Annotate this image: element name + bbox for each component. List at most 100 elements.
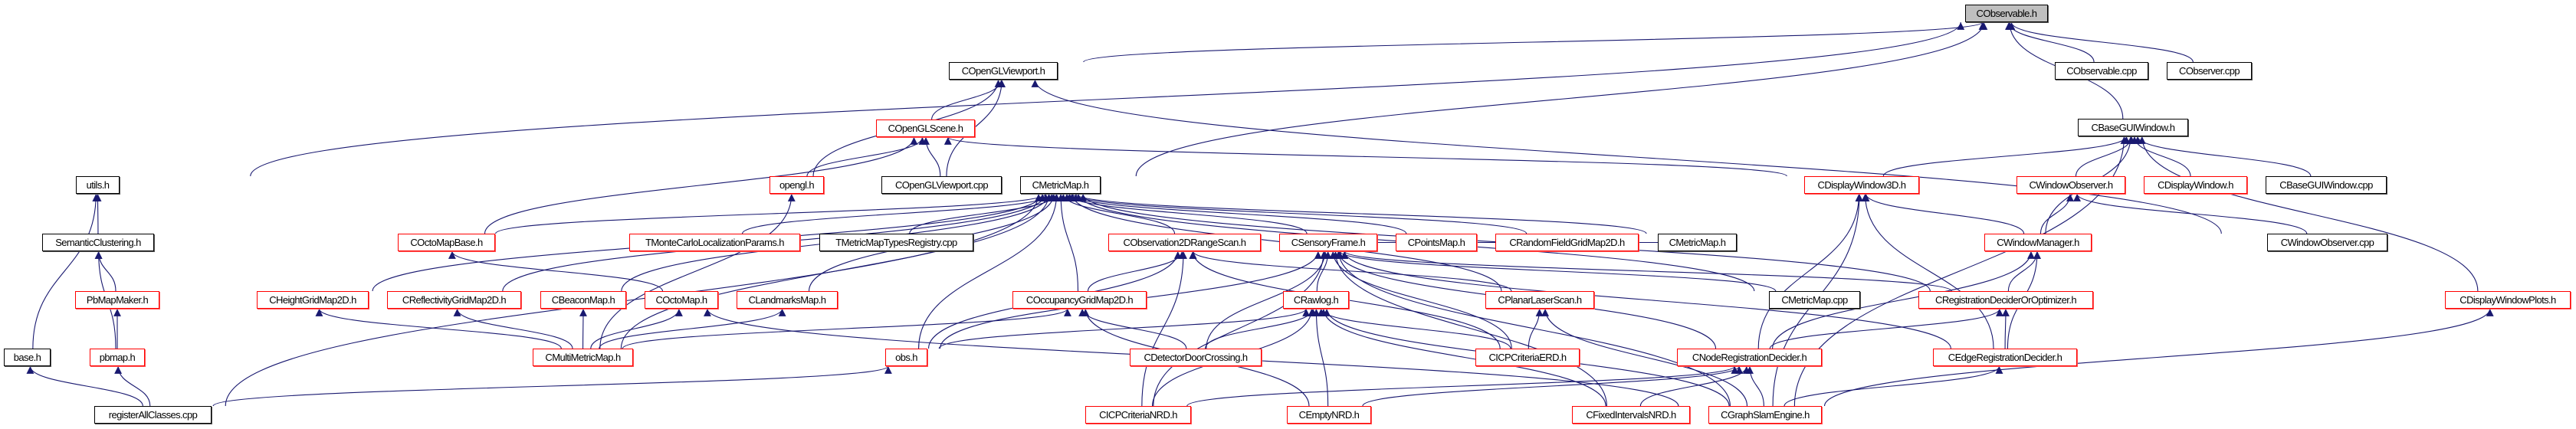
edge-registerallclasses_cpp-to-base_h xyxy=(26,365,143,407)
node-base-h[interactable]: base.h xyxy=(4,349,51,366)
node-cemptynrd-h[interactable]: CEmptyNRD.h xyxy=(1287,406,1371,424)
node-pbmap-h[interactable]: pbmap.h xyxy=(90,349,145,366)
node-pbmapmaker-h[interactable]: PbMapMaker.h xyxy=(75,291,159,309)
node-label: CMetricMap.h xyxy=(1669,237,1726,248)
edge-utils_h-to-cobservable_h xyxy=(250,21,1964,177)
edge-cdisplaywindow3d_h-to-copenglscene_h xyxy=(944,136,1787,177)
node-label: CEdgeRegistrationDecider.h xyxy=(1948,352,2062,363)
node-cbaseguiwindow-cpp[interactable]: CBaseGUIWindow.cpp xyxy=(2266,176,2387,194)
node-utils-h[interactable]: utils.h xyxy=(76,176,120,194)
node-label: CWindowManager.h xyxy=(1997,237,2079,248)
node-copenglscene-h[interactable]: COpenGLScene.h xyxy=(876,120,975,137)
node-coctomap-h[interactable]: COctoMap.h xyxy=(645,291,718,309)
node-crandomfield-h[interactable]: CRandomFieldGridMap2D.h xyxy=(1495,234,1639,251)
node-cdetectordoor-h[interactable]: CDetectorDoorCrossing.h xyxy=(1130,349,1262,366)
node-csensoryframe-h[interactable]: CSensoryFrame.h xyxy=(1279,234,1377,251)
node-coccupancy-h[interactable]: COccupancyGridMap2D.h xyxy=(1012,291,1147,309)
node-label: CObservable.cpp xyxy=(2066,65,2137,77)
node-crawlog-h[interactable]: CRawlog.h xyxy=(1283,291,1349,309)
node-label: CBeaconMap.h xyxy=(551,294,615,306)
edge-crandomfield_h-to-cmetricmap_h xyxy=(1068,193,1528,234)
node-cregdecider-h[interactable]: CRegistrationDeciderOrOptimizer.h xyxy=(1918,291,2093,309)
edge-cicpnrd_h-to-csensoryframe_h xyxy=(1153,251,1327,407)
edge-cdetectordoor_h-to-coccupancy_h xyxy=(1078,308,1187,349)
node-copenglviewport-h[interactable]: COpenGLViewport.h xyxy=(949,62,1058,80)
node-label: CEmptyNRD.h xyxy=(1298,409,1360,421)
node-label: registerAllClasses.cpp xyxy=(108,409,198,421)
node-cobservable-cpp[interactable]: CObservable.cpp xyxy=(2055,62,2148,80)
edge-obs_h-to-crawlog_h xyxy=(938,308,1310,349)
node-label: opengl.h xyxy=(779,179,815,191)
node-label: CRegistrationDeciderOrOptimizer.h xyxy=(1935,294,2077,306)
node-semanticclustering-h[interactable]: SemanticClustering.h xyxy=(42,234,154,251)
node-opengl-h[interactable]: opengl.h xyxy=(770,176,824,194)
node-cgraphslam-h[interactable]: CGraphSlamEngine.h xyxy=(1708,406,1822,424)
node-cdisplaywindow-h[interactable]: CDisplayWindow.h xyxy=(2144,176,2247,194)
node-label: obs.h xyxy=(895,352,917,363)
node-cdisplaywindow3d-h[interactable]: CDisplayWindow3D.h xyxy=(1804,176,1919,194)
edge-tmontecarlo_h-to-cmetricmap_h xyxy=(742,193,1056,234)
node-label: CICPCriteriaERD.h xyxy=(1488,352,1567,363)
edge-cmetricmap_h-to-cobservable_h xyxy=(1135,21,1988,177)
node-cfixedintervals-h[interactable]: CFixedIntervalsNRD.h xyxy=(1572,406,1690,424)
node-cedgereg-h[interactable]: CEdgeRegistrationDecider.h xyxy=(1933,349,2077,366)
edge-cgraphslam_h-to-cdisplaywindowplots_h xyxy=(1823,308,2494,407)
node-cwindowobserver-cpp[interactable]: CWindowObserver.cpp xyxy=(2267,234,2387,251)
node-label: CDisplayWindowPlots.h xyxy=(2460,294,2556,306)
node-cwindowmanager-h[interactable]: CWindowManager.h xyxy=(1984,234,2092,251)
edge-tmetricmaptypes_cpp-to-cmetricmap_h xyxy=(909,193,1061,234)
node-tmetricmaptypes-cpp[interactable]: TMetricMapTypesRegistry.cpp xyxy=(819,234,973,251)
edge-cedgereg_h-to-cregdecider_h xyxy=(2002,308,2010,349)
node-cbaseguiwindow-h[interactable]: CBaseGUIWindow.h xyxy=(2078,119,2188,136)
node-cobservable-h[interactable]: CObservable.h xyxy=(1965,5,2048,22)
node-label: CPointsMap.h xyxy=(1407,237,1465,248)
node-cnodereg-h[interactable]: CNodeRegistrationDecider.h xyxy=(1677,349,1822,366)
edge-cnodereg_h-to-cwindowmanager_h xyxy=(1772,251,2035,349)
node-label: COccupancyGridMap2D.h xyxy=(1025,294,1134,306)
node-cicpnrd-h[interactable]: CICPCriteriaNRD.h xyxy=(1085,406,1191,424)
node-cdisplaywindowplots-h[interactable]: CDisplayWindowPlots.h xyxy=(2445,291,2571,309)
node-label: COctoMap.h xyxy=(655,294,708,306)
node-cplanarlaser-h[interactable]: CPlanarLaserScan.h xyxy=(1485,291,1594,309)
node-cicperd-h[interactable]: CICPCriteriaERD.h xyxy=(1475,349,1580,366)
edge-cdisplaywindowplots_h-to-cbaseguiwindow_h xyxy=(2138,136,2479,292)
node-cwindowobserver-h[interactable]: CWindowObserver.h xyxy=(2016,176,2125,194)
node-registerallclasses-cpp[interactable]: registerAllClasses.cpp xyxy=(94,406,212,424)
edge-cemptynrd_h-to-crawlog_h xyxy=(1312,308,1329,407)
node-cmetricmap-cpp[interactable]: CMetricMap.cpp xyxy=(1769,291,1860,309)
node-label: CMetricMap.cpp xyxy=(1781,294,1848,306)
edge-cwindowmanager_h-to-cwindowobserver_h xyxy=(2039,193,2074,234)
edge-cgraphslam_h-to-cplanarlaser_h xyxy=(1541,308,1748,407)
edge-coctomapbase_h-to-copenglscene_h xyxy=(484,136,918,234)
node-cheightgrid-h[interactable]: CHeightGridMap2D.h xyxy=(257,291,369,309)
node-creflectivity-h[interactable]: CReflectivityGridMap2D.h xyxy=(387,291,521,309)
edge-cmultimetricmap_h-to-opengl_h xyxy=(599,193,796,349)
edge-cregdecider_h-to-cwindowmanager_h xyxy=(2007,251,2041,292)
edge-coctomapbase_h-to-cmetricmap_h xyxy=(495,193,1049,234)
node-tmontecarlo-h[interactable]: TMonteCarloLocalizationParams.h xyxy=(629,234,800,251)
node-cbeaconmap-h[interactable]: CBeaconMap.h xyxy=(540,291,626,309)
node-label: TMonteCarloLocalizationParams.h xyxy=(645,237,784,248)
edge-cdisplaywindow3d_h-to-cbaseguiwindow_h xyxy=(1882,136,2131,177)
node-cmetricmap-h2[interactable]: CMetricMap.h xyxy=(1658,234,1737,251)
node-copenglviewport-cpp[interactable]: COpenGLViewport.cpp xyxy=(881,176,1002,194)
edge-cgraphslam_h-to-cnodereg_h xyxy=(1746,365,1764,407)
edge-cregdecider_h-to-csensoryframe_h xyxy=(1341,251,1952,292)
node-coctomapbase-h[interactable]: COctoMapBase.h xyxy=(398,234,495,251)
edge-cfixedintervals_h-to-cnodereg_h xyxy=(1639,365,1751,407)
node-cpointsmap-h[interactable]: CPointsMap.h xyxy=(1396,234,1477,251)
node-cobservation2d-h[interactable]: CObservation2DRangeScan.h xyxy=(1108,234,1261,251)
node-cmultimetricmap-h[interactable]: CMultiMetricMap.h xyxy=(533,349,633,366)
edge-coccupancy_h-to-cobservation2d_h xyxy=(1087,251,1186,292)
node-cobserver-cpp[interactable]: CObserver.cpp xyxy=(2167,62,2252,80)
edge-crawlog_h-to-csensoryframe_h xyxy=(1316,251,1332,292)
node-label: CNodeRegistrationDecider.h xyxy=(1692,352,1807,363)
node-label: utils.h xyxy=(86,179,110,191)
node-clandmarksmap-h[interactable]: CLandmarksMap.h xyxy=(737,291,838,309)
node-obs-h[interactable]: obs.h xyxy=(885,349,927,366)
node-label: CObservation2DRangeScan.h xyxy=(1123,237,1246,248)
node-cmetricmap-h[interactable]: CMetricMap.h xyxy=(1020,176,1101,194)
edge-cobservable_cpp-to-cobservable_h xyxy=(2005,21,2095,63)
edge-registerallclasses_cpp-to-pbmap_h xyxy=(114,365,151,407)
